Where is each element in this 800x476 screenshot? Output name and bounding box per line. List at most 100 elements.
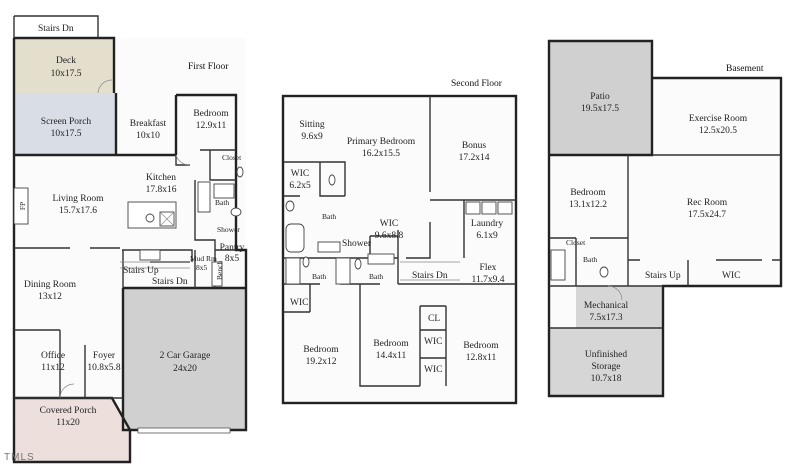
office-size: 11x12 (41, 363, 65, 373)
deck-label: Deck (56, 56, 76, 66)
unfinished-area (549, 328, 663, 396)
stairs-dn-label: Stairs Dn (152, 277, 188, 287)
primary-bath-label: Bath (322, 212, 336, 221)
foyer-label: Foyer (93, 351, 116, 361)
second-stairs-lines (400, 261, 460, 281)
stairs-dn-top-box (13, 15, 99, 38)
foyer-size: 10.8x5.8 (87, 363, 121, 373)
garage-size: 24x20 (173, 364, 197, 374)
wic2-size: 9.6x8.8 (375, 231, 404, 241)
exercise-room-label: Exercise Room (689, 114, 748, 124)
covered-porch-size: 11x20 (56, 418, 80, 428)
rec-room-label: Rec Room (687, 198, 728, 208)
kitchen-label: Kitchen (146, 173, 176, 183)
wic-toilet (328, 174, 336, 186)
patio-area (549, 41, 652, 155)
wic3-label: WIC (290, 298, 308, 308)
sitting-size: 9.6x9 (301, 132, 323, 142)
wic1-size: 6.2x5 (289, 181, 311, 191)
breakfast-size: 10x10 (136, 131, 160, 141)
second-floor-plan: Second Floor Sitting 9.6x9 Primary Bedro… (281, 79, 518, 405)
stove (139, 249, 161, 261)
kitchen-counter-right (197, 181, 211, 213)
stairs-dn-top-label: Stairs Dn (38, 24, 74, 34)
basement-toilet (599, 266, 609, 278)
basement-plan: Basement Patio 19.5x17.5 Exercise Room 1… (547, 39, 783, 398)
mud-room-bench (211, 261, 223, 287)
bedroom-first-size: 12.9x11 (196, 121, 227, 131)
mechanical-area (576, 286, 663, 328)
living-room-size: 15.7x17.6 (59, 206, 97, 216)
bath-vanity (213, 183, 235, 199)
bench-label: Bench (215, 261, 224, 280)
garage-label: 2 Car Garage (160, 351, 211, 361)
deck-area (14, 38, 114, 93)
mechanical-size: 7.5x17.3 (589, 313, 623, 323)
wic5-label: WIC (424, 365, 442, 375)
mid-bath-toilet (354, 258, 362, 270)
primary-vanity-1 (317, 241, 341, 253)
breakfast-label: Breakfast (130, 118, 167, 129)
mud-room-size: 8x5 (196, 263, 208, 272)
covered-porch-area (14, 398, 130, 462)
left-bath-label: Bath (312, 272, 326, 281)
fp-label: FP (18, 202, 27, 210)
wic1-label: WIC (291, 169, 309, 179)
bedroom3-label: Bedroom (463, 341, 499, 351)
bath-toilet (230, 207, 242, 217)
bedroom-first-label: Bedroom (193, 109, 229, 119)
first-floor-plan: First Floor Stairs Dn Deck 10x17.5 Scree… (12, 15, 248, 464)
unfinished-label: Unfinished (585, 349, 627, 360)
sitting-label: Sitting (299, 120, 325, 130)
bath-first-label: Bath (215, 198, 229, 207)
exercise-room-size: 12.5x20.5 (699, 126, 737, 136)
garage-door (137, 427, 231, 434)
pantry-label: Pantry (220, 243, 245, 253)
deck-size: 10x17.5 (51, 69, 82, 79)
left-bath-toilet (302, 256, 310, 268)
bonus-label: Bonus (462, 141, 487, 151)
door-swings (59, 79, 191, 399)
closet-toilet (236, 166, 244, 178)
dining-room-label: Dining Room (24, 280, 77, 290)
primary-bedroom-size: 16.2x15.5 (362, 149, 400, 159)
mud-room-label: Mud Rm (190, 254, 217, 263)
pantry-size: 8x5 (225, 254, 240, 264)
dryer (481, 201, 497, 215)
basement-interior-walls (549, 154, 781, 329)
living-room-label: Living Room (53, 194, 105, 204)
patio-label: Patio (590, 92, 610, 102)
mechanical-label: Mechanical (584, 301, 629, 311)
shower-second-label: Shower (342, 239, 372, 249)
second-floor-title: Second Floor (451, 79, 503, 89)
flex-size: 11.7x9.4 (472, 275, 505, 285)
wic4-label: WIC (424, 337, 442, 347)
primary-toilet (285, 200, 295, 212)
bedroom2-label: Bedroom (373, 339, 409, 349)
mid-bath-tub (335, 257, 351, 285)
bedroom2-size: 14.4x11 (376, 351, 407, 361)
first-floor-title: First Floor (188, 62, 229, 72)
unfinished-size: 10.7x18 (591, 374, 622, 384)
covered-porch-label: Covered Porch (40, 406, 97, 416)
stairs-dn-second-label: Stairs Dn (412, 271, 448, 281)
second-floor-interior-walls (283, 96, 516, 387)
rec-room-size: 17.5x24.7 (688, 210, 726, 220)
screen-porch-size: 10x17.5 (51, 129, 82, 139)
basement-wic-label: WIC (722, 271, 740, 281)
flex-label: Flex (480, 263, 497, 273)
stairs-up-label: Stairs Up (123, 266, 159, 276)
bonus-size: 17.2x14 (459, 153, 490, 163)
mid-bath-label: Bath (369, 272, 383, 281)
closet-label: Closet (222, 153, 242, 162)
island-cooktop (145, 213, 155, 223)
fireplace (13, 187, 29, 225)
kitchen-size: 17.8x16 (146, 185, 177, 195)
laundry-sink (497, 201, 513, 215)
basement-closet-label: Closet (566, 238, 586, 247)
primary-bedroom-label: Primary Bedroom (347, 137, 416, 147)
basement-bedroom-size: 13.1x12.2 (569, 200, 607, 210)
basement-bath-label: Bath (583, 255, 597, 264)
basement-title: Basement (726, 64, 764, 74)
